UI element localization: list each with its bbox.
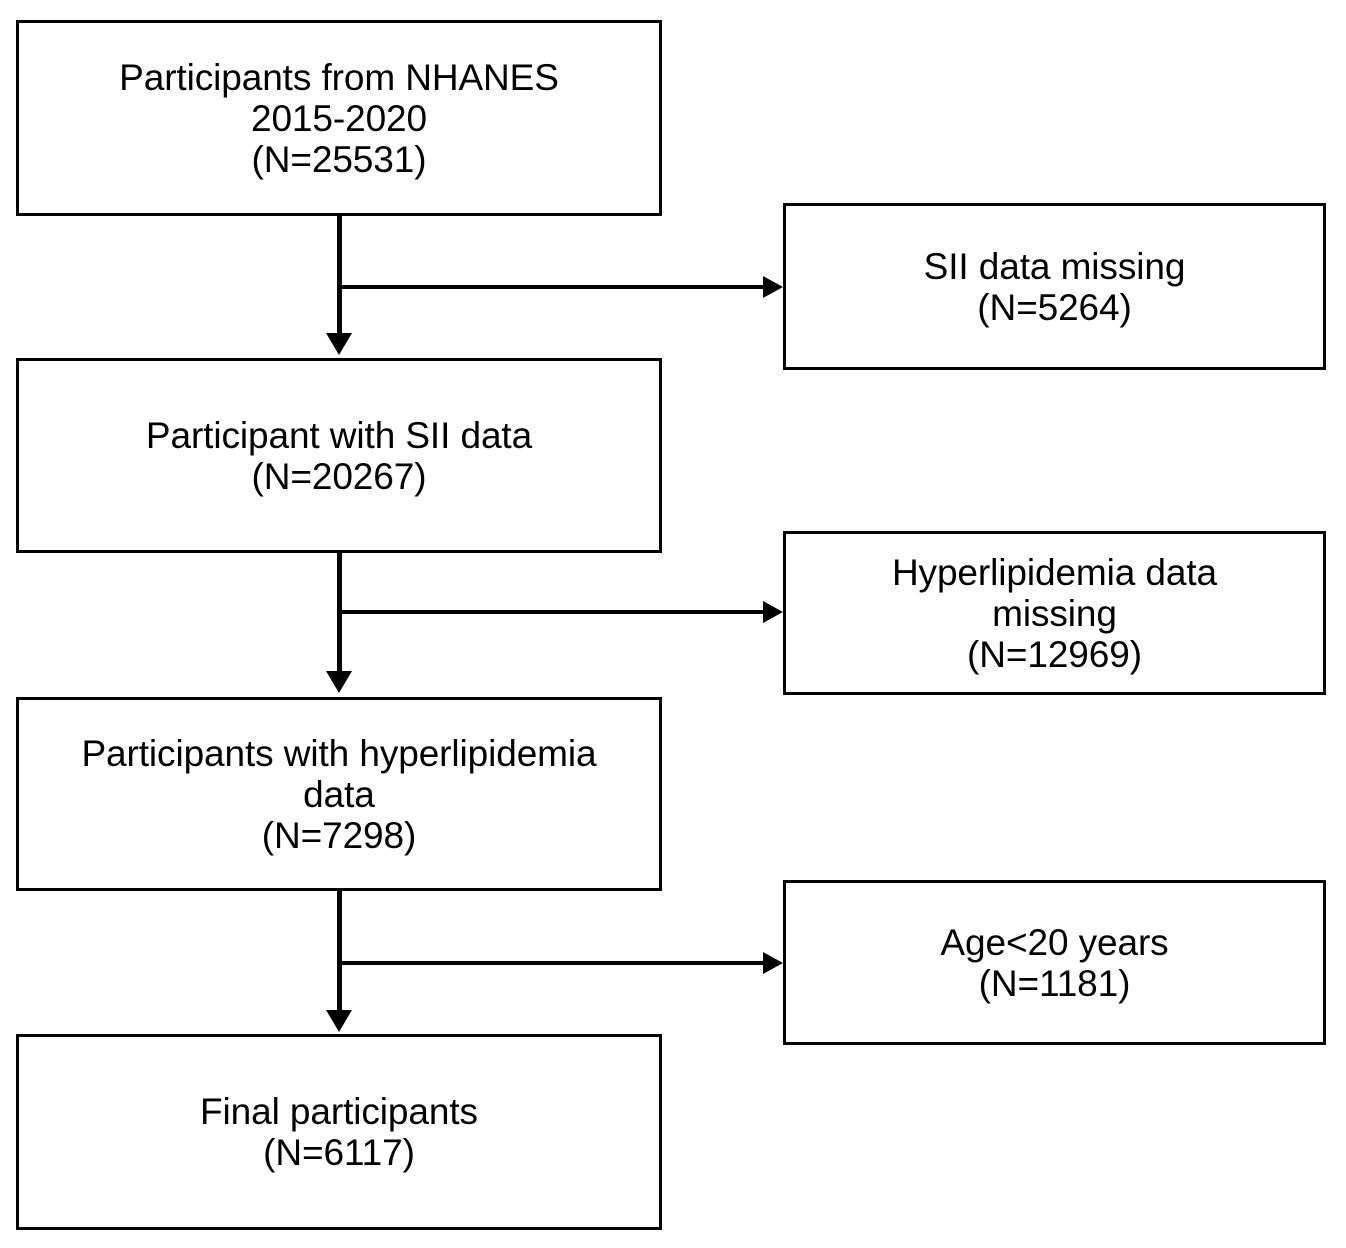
connector-hlp-kept-to-age-excluded-line — [339, 961, 765, 965]
node-participants-with-hyperlipidemia-data: Participants with hyperlipidemia data (N… — [16, 697, 662, 891]
connector-hlp-kept-to-final-line — [337, 891, 342, 1011]
node-sii-data-missing: SII data missing (N=5264) — [783, 203, 1326, 370]
node-participant-with-sii-data-text: Participant with SII data (N=20267) — [145, 414, 533, 497]
connector-source-to-sii-kept-arrow-icon — [326, 333, 352, 355]
node-final-participants-text: Final participants (N=6117) — [200, 1091, 478, 1173]
connector-hlp-kept-to-age-excluded-arrow-icon — [763, 952, 783, 974]
connector-sii-kept-to-hlp-missing-arrow-icon — [763, 601, 783, 623]
connector-sii-kept-to-hlp-kept-arrow-icon — [326, 671, 352, 693]
node-hyperlipidemia-data-missing: Hyperlipidemia data missing (N=12969) — [783, 531, 1326, 695]
node-age-under-20-years-text: Age<20 years (N=1181) — [940, 921, 1169, 1004]
node-sii-data-missing-text: SII data missing (N=5264) — [923, 245, 1186, 328]
node-hyperlipidemia-data-missing-text: Hyperlipidemia data missing (N=12969) — [891, 551, 1218, 675]
node-participants-from-nhanes-text: Participants from NHANES 2015-2020 (N=25… — [119, 56, 559, 180]
node-participant-with-sii-data: Participant with SII data (N=20267) — [16, 358, 662, 553]
node-age-under-20-years: Age<20 years (N=1181) — [783, 880, 1326, 1045]
connector-source-to-sii-kept-line — [337, 216, 342, 336]
connector-source-to-sii-missing-arrow-icon — [763, 276, 783, 298]
node-participants-with-hyperlipidemia-data-text: Participants with hyperlipidemia data (N… — [81, 732, 597, 856]
connector-source-to-sii-missing-line — [339, 285, 765, 289]
node-final-participants: Final participants (N=6117) — [16, 1034, 662, 1230]
connector-sii-kept-to-hlp-missing-line — [339, 610, 765, 614]
node-participants-from-nhanes: Participants from NHANES 2015-2020 (N=25… — [16, 20, 662, 216]
connector-hlp-kept-to-final-arrow-icon — [326, 1010, 352, 1032]
